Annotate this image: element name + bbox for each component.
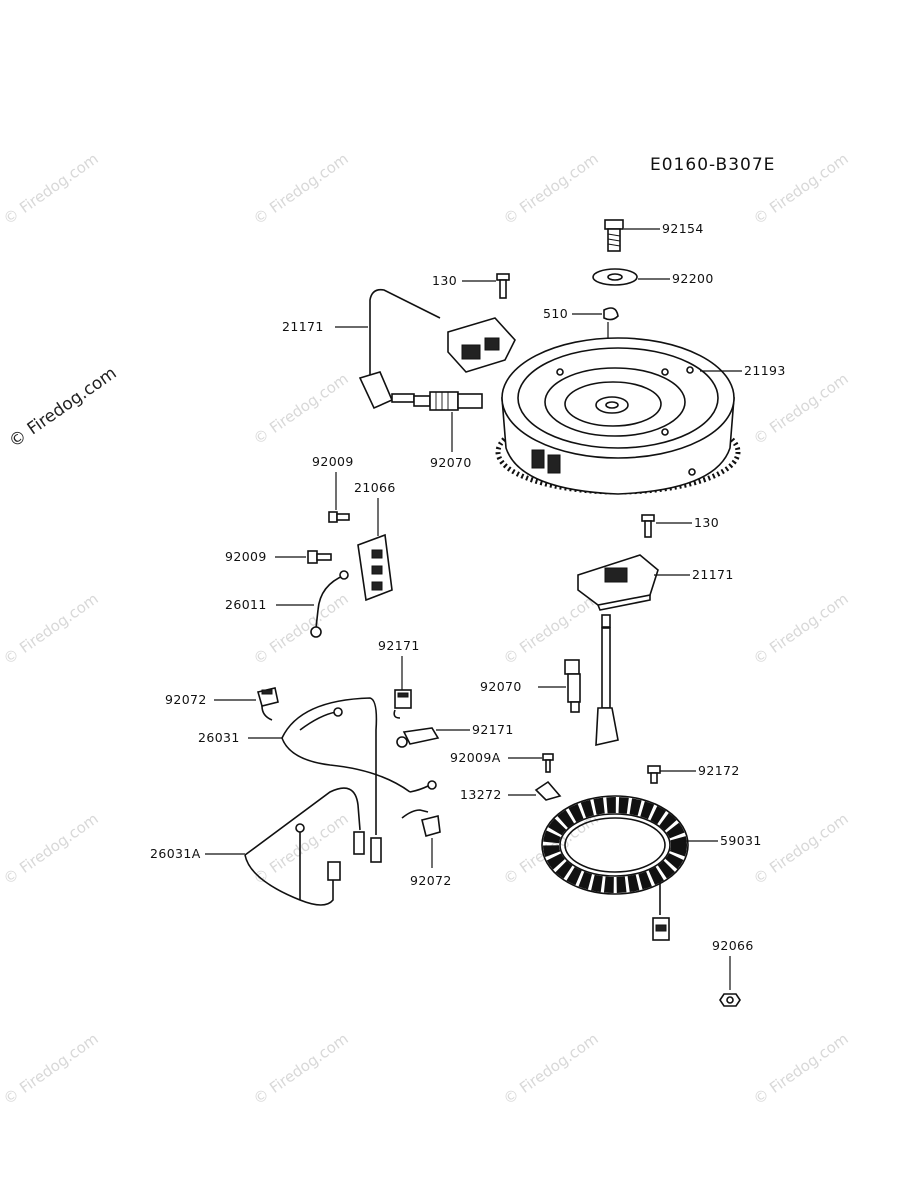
watermark: © Firedog.com	[500, 150, 602, 229]
spark-plug-92070-top	[413, 391, 483, 411]
callout-92072-bot: 92072	[410, 873, 452, 888]
callout-92070-top: 92070	[430, 455, 472, 470]
bolt-130-mid	[641, 514, 655, 538]
callout-130-mid: 130	[694, 515, 719, 530]
cap-92072-bot	[401, 809, 441, 837]
terminal-92171-mid	[396, 727, 440, 748]
diagram-code: E0160-B307E	[650, 155, 775, 175]
watermark: © Firedog.com	[0, 1030, 102, 1109]
watermark: © Firedog.com	[250, 1030, 352, 1109]
connector-92171-top	[393, 689, 412, 719]
key-510	[603, 307, 619, 321]
screw-92009-b	[307, 550, 332, 564]
ignition-coil-21171-mid	[577, 554, 659, 747]
watermark: © Firedog.com	[750, 810, 852, 889]
watermark: © Firedog.com	[250, 370, 352, 449]
callout-21193: 21193	[744, 363, 786, 378]
callout-21066: 21066	[354, 480, 396, 495]
watermark: © Firedog.com	[0, 590, 102, 669]
callout-92171-mid: 92171	[472, 722, 514, 737]
watermark: © Firedog.com	[500, 590, 602, 669]
callout-21171-top: 21171	[282, 319, 324, 334]
callout-92009A: 92009A	[450, 750, 501, 765]
callout-92200: 92200	[672, 271, 714, 286]
ground-lead-26011	[310, 570, 349, 638]
nut-92066	[719, 993, 741, 1007]
watermark: © Firedog.com	[750, 590, 852, 669]
watermark: © Firedog.com	[0, 150, 102, 229]
watermark: © Firedog.com	[750, 1030, 852, 1109]
bolt-130-top	[496, 273, 510, 299]
callout-92072-top: 92072	[165, 692, 207, 707]
screw-92009A	[542, 753, 554, 773]
watermark: © Firedog.com	[500, 1030, 602, 1109]
callout-92009-b: 92009	[225, 549, 267, 564]
callout-130-top: 130	[432, 273, 457, 288]
callout-92009-a: 92009	[312, 454, 354, 469]
callout-26031: 26031	[198, 730, 240, 745]
callout-92172: 92172	[698, 763, 740, 778]
callout-92154: 92154	[662, 221, 704, 236]
callout-26011: 26011	[225, 597, 267, 612]
bolt-92172	[647, 765, 661, 784]
watermark-grid: © Firedog.com © Firedog.com © Firedog.co…	[0, 150, 852, 1109]
callout-92070-mid: 92070	[480, 679, 522, 694]
callout-92171-top: 92171	[378, 638, 420, 653]
cap-92072-top	[257, 687, 279, 721]
callout-21171-mid: 21171	[692, 567, 734, 582]
side-watermark: © Firedog.com	[5, 363, 120, 452]
watermark: © Firedog.com	[750, 370, 852, 449]
callout-510: 510	[543, 306, 568, 321]
washer-92200	[592, 268, 638, 286]
watermark: © Firedog.com	[0, 810, 102, 889]
spark-plug-92070-mid	[564, 659, 581, 713]
callout-92066: 92066	[712, 938, 754, 953]
bolt-92154	[604, 219, 624, 252]
callout-59031: 59031	[720, 833, 762, 848]
flywheel-21193	[495, 337, 741, 495]
screw-92009-a	[328, 511, 350, 523]
stator-59031	[541, 795, 689, 941]
plate-13272	[534, 780, 562, 801]
callout-26031A: 26031A	[150, 846, 201, 861]
module-21066	[357, 533, 393, 602]
harness-26031	[281, 697, 437, 863]
harness-26031A	[244, 787, 365, 906]
watermark: © Firedog.com	[250, 150, 352, 229]
ignition-coil-21171-top	[358, 288, 516, 410]
callout-13272: 13272	[460, 787, 502, 802]
